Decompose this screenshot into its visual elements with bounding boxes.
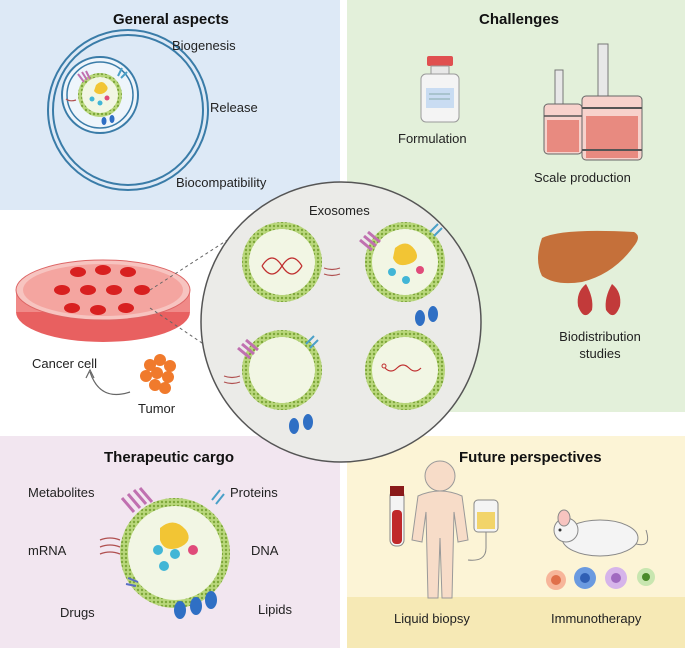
therapeutic-cargo-title: Therapeutic cargo — [104, 449, 235, 466]
petri-dish-cancer-cells — [15, 259, 191, 342]
exosomes-circle — [200, 181, 482, 463]
metabolites-label: Metabolites — [28, 485, 95, 500]
formulation-bottle-icon — [420, 56, 460, 123]
exosome-dna — [242, 222, 322, 302]
drugs-label: Drugs — [60, 605, 95, 620]
lipids-label: Lipids — [258, 602, 292, 617]
liver-kidney-organs-icon — [538, 230, 638, 316]
cargo-exosome-illustration — [99, 487, 230, 619]
challenges-title: Challenges — [479, 11, 560, 28]
mouse-icon — [553, 509, 649, 557]
iv-bag-icon — [467, 499, 499, 561]
biogenesis-cell-illustration — [47, 29, 209, 191]
future-perspectives-band — [347, 597, 685, 648]
human-silhouette-icon — [411, 460, 469, 599]
biogenesis-label: Biogenesis — [172, 38, 236, 53]
proteins-label: Proteins — [230, 485, 278, 500]
exosome-membrane-proteins — [223, 330, 322, 434]
biocompatibility-label: Biocompatibility — [176, 175, 267, 190]
dna-label: DNA — [251, 543, 279, 558]
tumor-label: Tumor — [138, 401, 176, 416]
mrna-label: mRNA — [28, 543, 67, 558]
cancer-cell-label: Cancer cell — [32, 356, 98, 371]
tumor-cluster-icon — [140, 354, 176, 394]
blood-tube-icon — [389, 486, 405, 547]
exosomes-label: Exosomes — [309, 203, 370, 218]
immune-cells-icon — [546, 567, 655, 590]
liquid-biopsy-label: Liquid biopsy — [394, 611, 470, 626]
formulation-label: Formulation — [398, 131, 467, 146]
exosome-mrna — [365, 330, 445, 410]
general-aspects-title: General aspects — [113, 11, 229, 28]
future-perspectives-title: Future perspectives — [459, 449, 602, 466]
exosome-proteins — [323, 222, 445, 326]
immunotherapy-label: Immunotherapy — [551, 611, 642, 626]
general-aspects-panel — [0, 0, 340, 210]
scale-production-bioreactor-icon — [543, 43, 643, 161]
release-label: Release — [210, 100, 258, 115]
studies-label: studies — [579, 346, 621, 361]
scale-production-label: Scale production — [534, 170, 631, 185]
biodistribution-label: Biodistribution — [559, 329, 641, 344]
